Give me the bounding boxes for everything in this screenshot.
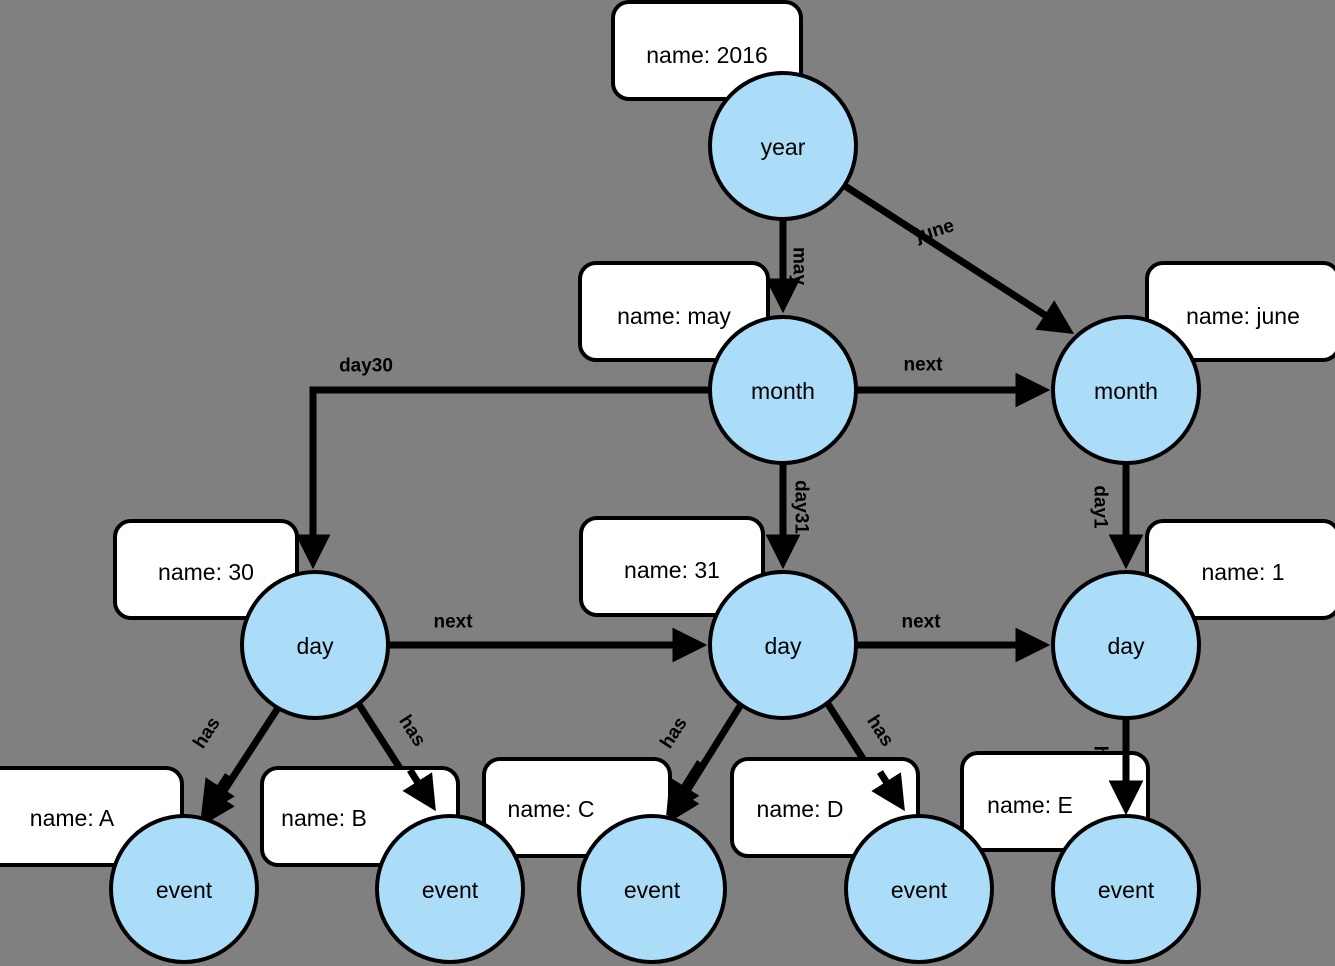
edge-next-day30-day31-label: next	[433, 612, 473, 633]
node-label: day	[296, 633, 334, 659]
node-month-june[interactable]: month	[1051, 315, 1201, 465]
nodes-layer: year month month day day day event	[109, 71, 1201, 964]
node-event-d[interactable]: event	[844, 814, 994, 964]
property-box-rect	[1145, 519, 1335, 620]
edge-has-a-arrow-overlay	[200, 773, 235, 817]
property-box-year2016[interactable]: name: 2016	[611, 0, 803, 101]
property-box-rect	[579, 516, 765, 617]
node-event-e[interactable]: event	[1051, 814, 1201, 964]
edge-has-c-label: has	[656, 714, 691, 753]
property-box-label: name: C	[508, 796, 595, 822]
node-circle	[1051, 814, 1201, 964]
node-event-c[interactable]: event	[577, 814, 727, 964]
node-day-1[interactable]: day	[1051, 570, 1201, 720]
property-box-label: name: june	[1186, 303, 1300, 329]
edge-next-months-label: next	[903, 355, 943, 376]
property-box-day1[interactable]: name: 1	[1145, 519, 1335, 620]
property-box-rect	[1145, 261, 1335, 362]
property-boxes-layer: name: 2016 name: may name: june name: 30…	[0, 0, 1335, 867]
node-label: day	[764, 633, 802, 659]
node-circle	[577, 814, 727, 964]
node-label: event	[156, 877, 213, 903]
edge-has-d-label: has	[862, 712, 897, 751]
property-box-rect	[113, 519, 299, 620]
edge-june-line	[843, 183, 1075, 334]
node-circle	[1051, 570, 1201, 720]
edge-day1[interactable]: day1	[1090, 463, 1144, 570]
property-box-label: name: 31	[624, 557, 720, 583]
node-circle	[109, 814, 259, 964]
edge-day30[interactable]: day30	[295, 356, 710, 570]
node-circle	[708, 315, 858, 465]
property-box-month-may[interactable]: name: may	[578, 261, 770, 362]
property-box-label: name: E	[987, 792, 1073, 818]
edge-day30-label: day30	[339, 356, 393, 377]
node-circle	[240, 570, 390, 720]
node-label: day	[1107, 633, 1145, 659]
node-month-may[interactable]: month	[708, 315, 858, 465]
edge-day31-label: day31	[791, 480, 812, 534]
property-box-day30[interactable]: name: 30	[113, 519, 299, 620]
node-label: event	[1098, 877, 1155, 903]
edge-has-b-arrow-overlay	[402, 768, 436, 812]
node-year[interactable]: year	[708, 71, 858, 221]
edge-has-c-arrow-overlay	[666, 760, 703, 817]
node-day-30[interactable]: day	[240, 570, 390, 720]
node-circle	[375, 814, 525, 964]
node-circle	[1051, 315, 1201, 465]
property-box-label: name: A	[30, 805, 115, 831]
node-label: month	[1094, 378, 1158, 404]
node-label: year	[761, 134, 806, 160]
property-box-label: name: 2016	[646, 42, 767, 68]
property-box-label: name: 30	[158, 559, 254, 585]
property-box-label: name: may	[617, 303, 731, 329]
edge-arrow-overlays	[200, 755, 1144, 817]
edge-next-months[interactable]: next	[856, 355, 1051, 408]
node-circle	[708, 71, 858, 221]
node-label: month	[751, 378, 815, 404]
edge-june[interactable]: june	[843, 183, 1075, 334]
edge-may[interactable]: may	[765, 219, 810, 314]
edge-next-day31-day1[interactable]: next	[856, 612, 1051, 663]
property-box-label: name: D	[757, 796, 844, 822]
node-label: event	[422, 877, 479, 903]
property-box-rect	[578, 261, 770, 362]
edge-next-day31-day1-label: next	[901, 612, 941, 633]
edge-may-label: may	[789, 247, 810, 285]
property-box-day31[interactable]: name: 31	[579, 516, 765, 617]
property-box-label: name: B	[281, 805, 367, 831]
edge-has-d-arrow-overlay	[871, 770, 905, 812]
property-box-month-june[interactable]: name: june	[1145, 261, 1335, 362]
node-label: event	[891, 877, 948, 903]
edge-day1-label: day1	[1090, 485, 1111, 529]
node-day-31[interactable]: day	[708, 570, 858, 720]
edge-next-day30-day31[interactable]: next	[388, 612, 708, 663]
edge-day30-line	[295, 386, 710, 570]
node-event-a[interactable]: event	[109, 814, 259, 964]
edge-has-b-label: has	[394, 712, 429, 751]
node-label: event	[624, 877, 681, 903]
node-event-b[interactable]: event	[375, 814, 525, 964]
node-circle	[844, 814, 994, 964]
property-box-rect	[611, 0, 803, 101]
property-box-label: name: 1	[1201, 559, 1284, 585]
edge-day31[interactable]: day31	[765, 463, 812, 570]
edge-has-a-label: has	[189, 714, 224, 753]
node-circle	[708, 570, 858, 720]
